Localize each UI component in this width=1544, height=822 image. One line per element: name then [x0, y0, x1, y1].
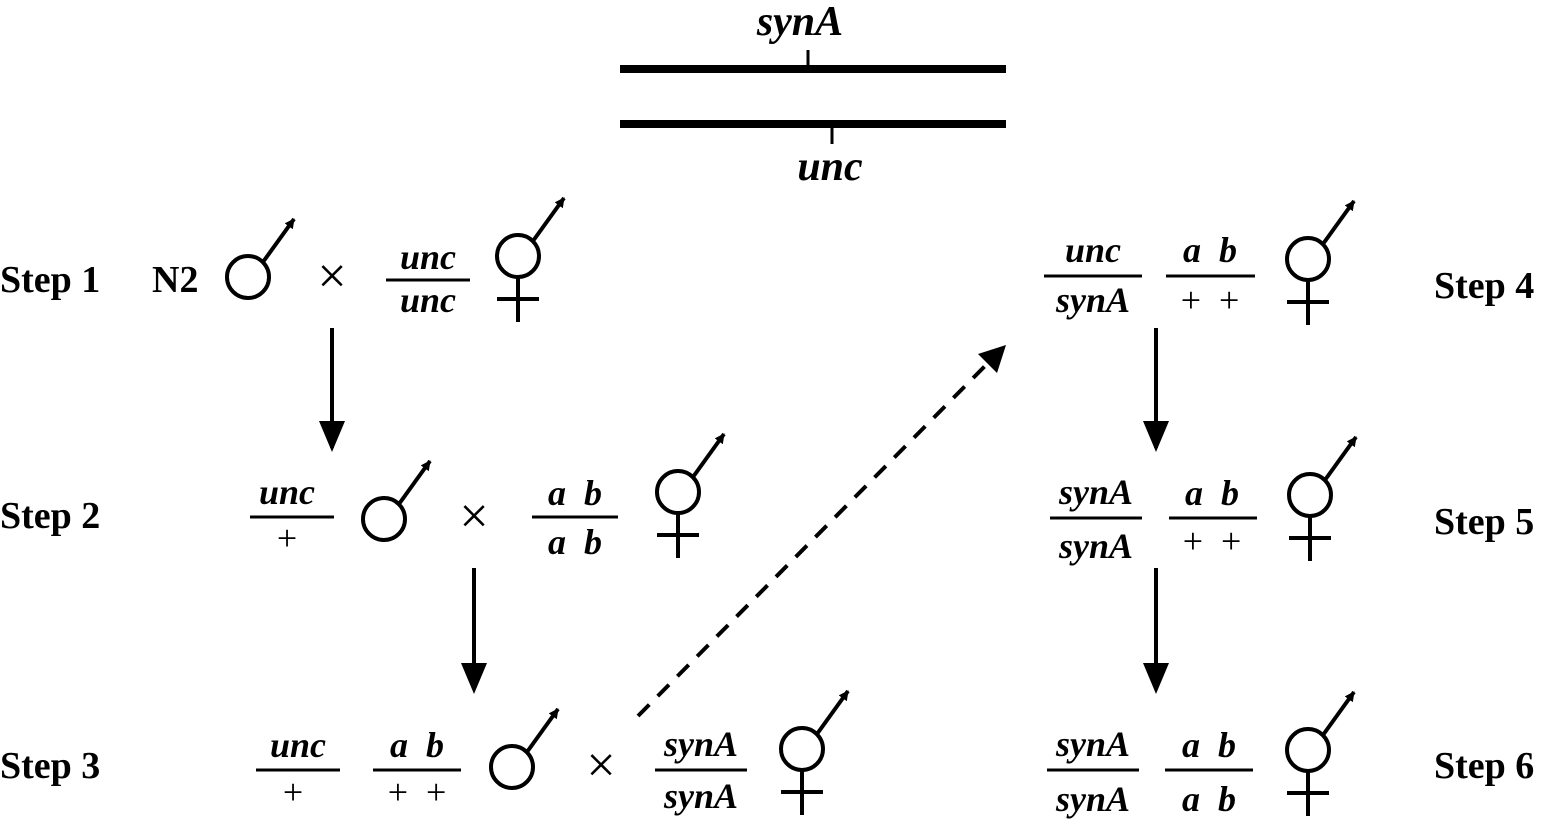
step-2-cross: unc + × a b a b [250, 432, 726, 562]
genotype-top: unc [400, 237, 456, 277]
chromosome-bottom-gene: unc [797, 144, 863, 190]
hermaphrodite-symbol-icon [779, 689, 850, 815]
hermaphrodite-symbol-icon [655, 432, 726, 558]
male-symbol-icon [361, 459, 432, 542]
genotype-bottom: + + [1183, 521, 1242, 561]
genotype-top: unc [270, 725, 326, 765]
genotype-top: a b [1183, 230, 1237, 270]
step-2-label: Step 2 [0, 495, 100, 537]
genotype-top: a b [390, 725, 444, 765]
genotype-bottom: a b [548, 522, 602, 562]
step-3-cross: unc + a b + + × synA synA [256, 689, 850, 816]
genotype-bottom: synA [663, 776, 738, 816]
step-4-genotype: unc synA a b + + [1044, 199, 1356, 325]
hermaphrodite-symbol-icon [1285, 690, 1356, 816]
genotype-top: a b [1182, 725, 1236, 765]
hermaphrodite-symbol-icon [495, 196, 566, 322]
genotype-bottom: + + [1181, 280, 1240, 320]
genotype-top: unc [1065, 230, 1121, 270]
genotype-bottom: synA [1055, 779, 1130, 819]
male-symbol-icon [225, 217, 296, 300]
chromosome-top-gene: synA [756, 0, 843, 45]
genotype-top: unc [259, 472, 315, 512]
step-5-label: Step 5 [1434, 501, 1534, 543]
arrowhead [978, 345, 1006, 373]
step-4-label: Step 4 [1434, 265, 1534, 307]
genotype-bottom: unc [400, 280, 456, 320]
genotype-top: a b [1185, 473, 1239, 513]
genotype-bottom: + + [388, 772, 447, 812]
genotype-bottom: a b [1182, 779, 1236, 819]
genotype-bottom: synA [1058, 526, 1133, 566]
flow-arrows [319, 328, 1169, 718]
dashed-arrow-step3-to-step4 [636, 364, 987, 718]
genotype-bottom: + [283, 772, 303, 812]
genotype-top: a b [548, 473, 602, 513]
step-3-label: Step 3 [0, 745, 100, 787]
arrowhead [319, 421, 345, 452]
step-6-label: Step 6 [1434, 745, 1534, 787]
cross-symbol: × [317, 248, 346, 305]
hermaphrodite-symbol-icon [1287, 435, 1358, 561]
arrowhead [1143, 421, 1169, 452]
step-1-label: Step 1 [0, 259, 100, 301]
strain-n2: N2 [152, 259, 198, 301]
genotype-bottom: synA [1055, 280, 1130, 320]
chromosome-schematic: synA unc [620, 0, 1006, 190]
step-6-genotype: synA synA a b a b [1047, 690, 1356, 819]
genotype-bottom: + [277, 518, 297, 558]
step-1-cross: N2 × unc unc [152, 196, 566, 322]
genotype-top: synA [663, 724, 738, 764]
step-5-genotype: synA synA a b + + [1050, 435, 1358, 566]
arrowhead [1143, 663, 1169, 694]
genotype-top: synA [1055, 724, 1130, 764]
cross-symbol: × [459, 488, 488, 545]
male-symbol-icon [489, 707, 560, 790]
cross-symbol: × [586, 737, 615, 794]
genotype-top: synA [1058, 472, 1133, 512]
hermaphrodite-symbol-icon [1285, 199, 1356, 325]
arrowhead [461, 663, 487, 694]
